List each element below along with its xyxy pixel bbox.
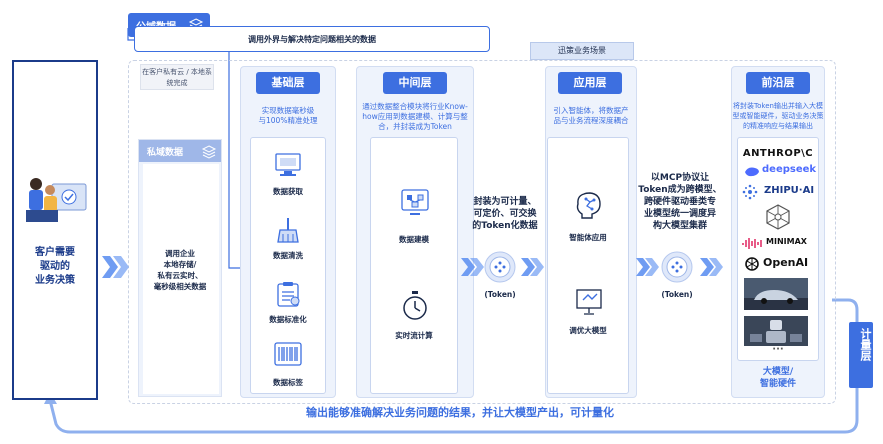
- app-item-label: 智能体应用: [569, 233, 607, 242]
- app-layer-desc: 引入智能体，将数据产 品与业务流程深度耦合: [553, 106, 629, 125]
- client-box: 客户需要 驱动的 业务决策: [12, 60, 98, 400]
- base-layer-title: 基础层: [256, 72, 320, 94]
- output-result-text: 输出能够准确解决业务问题的结果，并让大模型产出，可计量化: [306, 406, 614, 419]
- stack-icon: [201, 145, 217, 159]
- more-models-ellipsis: ···: [772, 344, 784, 355]
- data-standardization-icon: [277, 282, 300, 307]
- scenario-boundary: [128, 60, 836, 404]
- minimax-logo-row: MINIMAX: [742, 236, 818, 250]
- private-data-desc: 调用企业 本地存储/ 私有云实时、 毫秒级相关数据: [153, 249, 207, 291]
- base-item-label: 数据清洗: [273, 251, 303, 260]
- zhipu-logo-row: ZHIPU·AI: [742, 184, 818, 200]
- frontier-footer: 大模型/ 智能硬件: [759, 367, 796, 389]
- metering-layer-tag: 计量层: [849, 322, 873, 388]
- app-layer-title: 应用层: [558, 72, 622, 94]
- base-layer-desc: 实现数据毫秒级 与100%精准处理: [258, 106, 318, 125]
- tokenization-text: 封装为可计量、 可定价、可交换 的Token化数据: [472, 197, 538, 231]
- client-label: 客户需要 驱动的 业务决策: [35, 247, 75, 286]
- data-modeling-icon: [401, 189, 429, 215]
- middle-layer-title: 中间层: [383, 72, 447, 94]
- robot-hardware-image: [744, 316, 808, 346]
- app-layer-card: [547, 137, 629, 394]
- business-people-icon: [26, 178, 87, 222]
- scenario-tag: 迅策业务场景: [530, 42, 634, 60]
- network-hex-icon: [766, 204, 790, 230]
- mcp-protocol-text: 以MCP协议让 Token成为跨模型、 跨硬件驱动垂类专 业模型统一调度异 构大…: [638, 173, 722, 231]
- middle-layer-desc: 通过数据整合模块将行业Know- how应用到数据建模、计算与整 合，并封装成为…: [362, 102, 468, 131]
- public-data-box: 调用外界与解决特定问题相关的数据: [134, 26, 490, 52]
- middle-item-label: 数据建模: [399, 235, 429, 244]
- chevron-arrow-4: [636, 258, 659, 276]
- private-data-title: 私域数据: [147, 148, 184, 158]
- token-icon: [484, 251, 516, 283]
- token-icon: [661, 251, 693, 283]
- feedback-loop-line: [48, 298, 859, 434]
- openai-logo: OpenAI: [763, 256, 809, 269]
- whale-icon: [745, 167, 759, 177]
- ai-brain-icon: [576, 192, 601, 219]
- stopwatch-icon: [403, 291, 427, 320]
- openai-logo-row: OpenAI: [744, 256, 820, 272]
- app-item-label: 调优大模型: [569, 326, 607, 335]
- chevron-arrow-3: [521, 258, 544, 276]
- middle-layer-card: [370, 137, 458, 394]
- base-item-label: 数据获取: [273, 187, 303, 196]
- chevron-arrow-1: [102, 256, 129, 278]
- autonomous-car-image: [744, 278, 808, 310]
- minimax-logo: MINIMAX: [766, 237, 807, 246]
- zhipu-logo: ZHIPU·AI: [764, 185, 815, 196]
- private-cloud-label: 在客户私有云 / 本地系统完成: [140, 64, 214, 90]
- zhipu-dots-icon: [742, 184, 758, 200]
- data-acquisition-icon: [275, 153, 301, 176]
- base-item-label: 数据标签: [273, 378, 303, 387]
- base-item-label: 数据标准化: [269, 315, 307, 324]
- deepseek-logo-row: deepseek: [744, 163, 816, 179]
- metering-layer-label: 计量层: [859, 328, 872, 361]
- public-data-desc: 调用外界与解决特定问题相关的数据: [248, 35, 376, 44]
- middle-item-label: 实时流计算: [395, 331, 433, 340]
- frontier-layer-desc: 将封装Token输出并输入大模 型或智能硬件，驱动业务决策 的精准响应与结果输出: [732, 102, 824, 130]
- private-data-column: 私域数据 调用企业 本地存储/ 私有云实时、 毫秒级相关数据: [138, 139, 222, 397]
- private-data-header: 私域数据: [139, 140, 221, 162]
- openai-knot-icon: [745, 257, 759, 271]
- wave-bars-icon: [742, 238, 762, 249]
- data-cleaning-icon: [277, 218, 299, 243]
- token-label: (Token): [484, 290, 516, 299]
- chevron-arrow-2: [461, 258, 484, 276]
- chevron-arrow-5: [700, 258, 723, 276]
- frontier-layer-title: 前沿层: [746, 72, 810, 94]
- deepseek-logo: deepseek: [762, 164, 817, 175]
- tuning-board-icon: [576, 289, 602, 315]
- anthropic-logo: ANTHROP\C: [742, 148, 814, 159]
- token-label: (Token): [661, 290, 693, 299]
- barcode-icon: [274, 342, 302, 366]
